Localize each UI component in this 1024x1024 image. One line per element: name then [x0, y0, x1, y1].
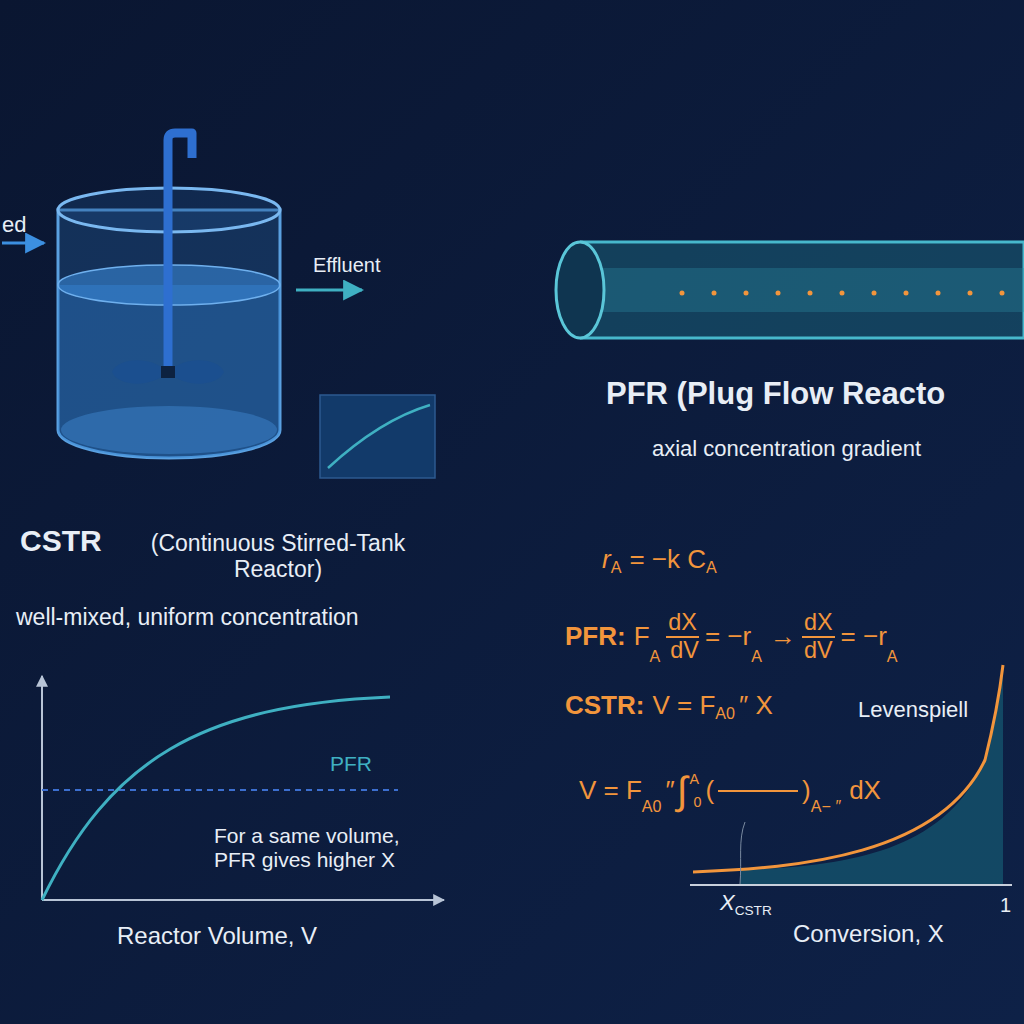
flow-dot: [904, 291, 909, 296]
equation-text: dX: [849, 775, 881, 806]
equation: PFR:FAdXdV= −rA→dXdV= −rA: [565, 610, 898, 663]
label-text: For a same volume, PFR gives higher X: [214, 824, 439, 872]
equation-text: ): [802, 775, 811, 806]
equation-text: dV: [670, 638, 699, 664]
label-text: (Continuous Stirred-Tank Reactor): [108, 530, 448, 583]
pfr-tube: [556, 242, 604, 338]
inset-chart: [320, 395, 435, 478]
cstr-tank: [58, 133, 280, 458]
equation-text: = −r: [705, 621, 751, 652]
equation-text: 0: [693, 791, 701, 814]
equation-text: PFR:: [565, 621, 626, 652]
inset-chart: [328, 405, 430, 468]
equation-text: V = F: [579, 775, 642, 806]
flow-dot: [1000, 291, 1005, 296]
equation-text: (: [705, 775, 714, 806]
equation-text: dX: [666, 610, 699, 638]
levenspiel-plot: [690, 665, 1012, 885]
equation-text: = −k C: [629, 544, 706, 575]
label-text: Effluent: [313, 254, 380, 277]
label-text: well-mixed, uniform concentration: [16, 604, 359, 630]
levenspiel-plot: [740, 665, 1003, 885]
equation-text: ∫: [677, 769, 688, 813]
fraction-bar: [718, 790, 798, 792]
label-text: Levenspiell: [858, 697, 968, 722]
equation-text: A: [751, 647, 762, 666]
equation-text: A: [706, 558, 717, 577]
pfr-tube: [580, 268, 1024, 312]
flow-dot: [968, 291, 973, 296]
levenspiel-plot: [693, 665, 1003, 872]
equation-text: r: [602, 544, 611, 575]
fraction: dXdV: [802, 610, 835, 663]
equation-text: A0: [642, 797, 662, 816]
equation-text: = −r: [841, 621, 887, 652]
equation-text: A: [611, 558, 622, 577]
impeller: [112, 360, 224, 383]
equation-text: CSTR:: [565, 690, 644, 721]
volume-chart: [41, 676, 43, 900]
label-text: axial concentration gradient: [652, 436, 921, 461]
equation-text: V = F: [652, 690, 715, 721]
equation-text: ″ X: [739, 690, 773, 721]
impeller-hub: [161, 366, 175, 378]
equation-text: ″: [666, 775, 675, 806]
equation-text: X: [720, 890, 735, 916]
equation-text: A: [689, 768, 701, 791]
integral-limits: A0: [689, 768, 701, 814]
stirrer-shaft: [168, 133, 192, 375]
flow-dot: [776, 291, 781, 296]
feed-arrow: [2, 242, 44, 245]
pfr-tube: [580, 242, 1024, 338]
inset-chart: [320, 395, 435, 478]
label-text: Conversion, X: [793, 920, 944, 948]
equation-text: dX: [802, 610, 835, 638]
label-text: PFR (Plug Flow Reacto: [606, 376, 945, 412]
label-text: PFR: [330, 752, 372, 776]
pfr-tube: [556, 242, 1024, 338]
equation: V = FA0″∫A0()A− ″dX: [575, 768, 881, 814]
volume-chart: [42, 899, 444, 901]
label-text: CSTR: [20, 524, 102, 559]
flow-dot: [808, 291, 813, 296]
flow-dot: [840, 291, 845, 296]
equation-text: →: [770, 621, 796, 652]
equation-text: dV: [804, 638, 833, 664]
effluent-arrow: [296, 289, 362, 292]
equation-text: A: [887, 647, 898, 666]
volume-chart: [42, 676, 444, 900]
equation-text: F: [634, 621, 650, 652]
cstr-tank: [61, 406, 277, 454]
flow-dot: [680, 291, 685, 296]
label-text: 1: [1000, 894, 1011, 917]
equation-text: A0: [715, 704, 735, 723]
equation: XCSTR: [716, 890, 772, 916]
levenspiel-plot: [690, 884, 1012, 886]
label-text: ed: [2, 212, 26, 237]
flow-dot: [872, 291, 877, 296]
flow-dot: [936, 291, 941, 296]
fraction: dXdV: [666, 610, 699, 663]
leader-line: [740, 822, 745, 884]
label-text: Reactor Volume, V: [117, 922, 317, 950]
equation-text: CSTR: [735, 903, 772, 918]
equation-text: A: [650, 647, 661, 666]
equation: rA= −k CA: [598, 544, 717, 575]
flow-dot: [744, 291, 749, 296]
equation-text: A− ″: [811, 797, 841, 816]
flow-dot: [712, 291, 717, 296]
cstr-level: [42, 789, 398, 791]
equation: CSTR: V = FA0″ X: [565, 690, 773, 721]
